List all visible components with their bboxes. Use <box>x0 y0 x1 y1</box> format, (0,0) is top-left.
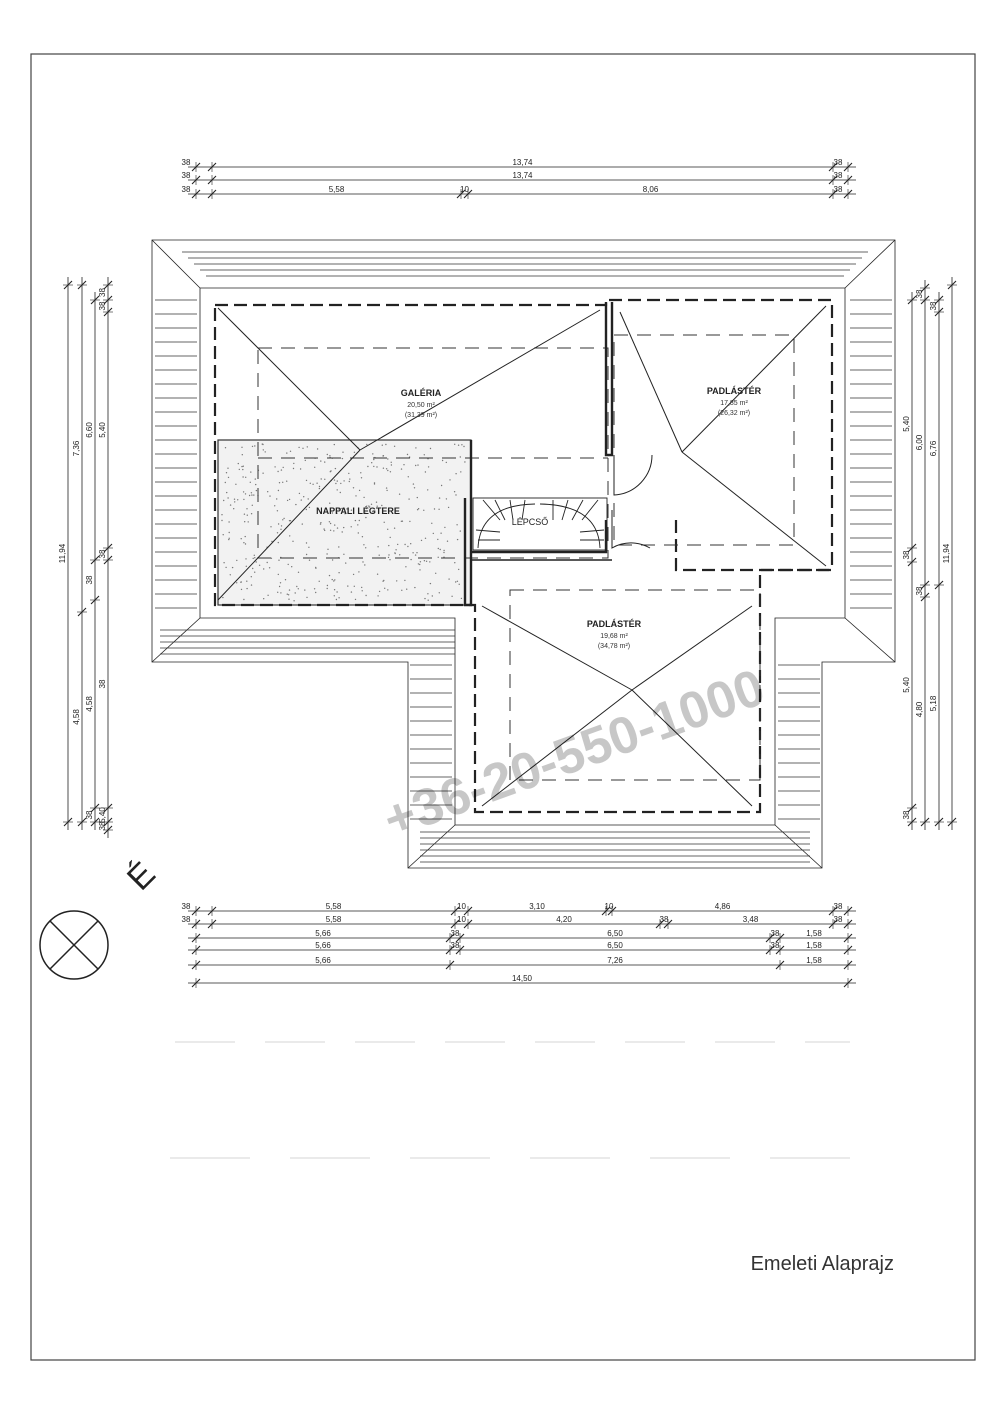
dim-top-r3-label: 5,58 <box>329 185 345 194</box>
room-area2-padlaster-bottom: (34,78 m²) <box>598 643 630 650</box>
dim-bot-r5-label: 7,26 <box>607 956 623 965</box>
dim-bot-r1-label: 38 <box>182 902 191 911</box>
staircase <box>472 497 608 551</box>
dim-top-r2-label: 38 <box>834 171 843 180</box>
sheet-title: Emeleti Alaprajz <box>751 1253 894 1275</box>
dim-bot-r3-label: 1,58 <box>806 929 822 938</box>
dim-bot-r2-label: 38 <box>834 915 843 924</box>
room-label-lepcso: LÉPCSŐ <box>512 517 549 527</box>
dim-top-r2-label: 13,74 <box>512 171 533 180</box>
dim-left-c3-label: 4,58 <box>85 696 94 712</box>
dim-bot-r3-label: 38 <box>771 929 780 938</box>
dim-bot-r3-label: 5,66 <box>315 929 331 938</box>
dim-bot-r1-label: 38 <box>834 902 843 911</box>
dim-left-c3-label: 38 <box>85 575 94 584</box>
room-area-galeria: 20,50 m² <box>407 402 435 409</box>
roof-outline <box>151 239 896 869</box>
door-swings <box>611 454 653 549</box>
room-label-padlaster-bottom: PADLÁSTÉR <box>587 619 642 629</box>
dimension-lines: 38 13,74 38 38 13,74 38 38 5,58 10 8,06 38 38 5,58 10… <box>58 158 957 988</box>
dim-top-r1-label: 38 <box>182 158 191 167</box>
dim-right-c3-label: 6,76 <box>929 440 938 456</box>
dim-left-c4-label: 38 <box>98 821 107 830</box>
dim-bot-r2-label: 10 <box>457 915 466 924</box>
dim-right-c2-label: 6,00 <box>915 434 924 450</box>
phone-watermark: +36-20-550-1000 <box>376 658 772 849</box>
dim-top-r2-label: 38 <box>182 171 191 180</box>
room-area-padlaster-bottom: 19,68 m² <box>600 633 628 640</box>
dim-right-c4-label: 11,94 <box>942 543 951 563</box>
dim-left-c1-label: 11,94 <box>58 543 67 563</box>
dim-bot-r4-label: 38 <box>771 941 780 950</box>
dim-right-c1-label: 5,40 <box>902 677 911 693</box>
dim-top-r1-label: 13,74 <box>512 158 533 167</box>
north-label: É <box>120 855 163 898</box>
dim-bot-r6-label: 14,50 <box>512 974 533 983</box>
north-arrow: É <box>39 855 163 980</box>
dim-top-r3-label: 38 <box>834 185 843 194</box>
room-label-padlaster-right: PADLÁSTÉR <box>707 386 762 396</box>
dim-left-c4-label: 38 <box>98 549 107 558</box>
sheet-border <box>30 53 976 1361</box>
dim-bot-r2-label: 5,58 <box>326 915 342 924</box>
dim-bot-r5-label: 5,66 <box>315 956 331 965</box>
dim-bot-r2-label: 3,48 <box>743 915 759 924</box>
scan-artifacts <box>170 1041 850 1159</box>
room-label-galeria: GALÉRIA <box>401 388 442 398</box>
dim-left-c2-label: 4,58 <box>72 709 81 725</box>
dim-bot-r1-label: 10 <box>605 902 614 911</box>
room-area2-padlaster-right: (26,32 m²) <box>718 410 750 417</box>
dim-bot-r2-label: 38 <box>182 915 191 924</box>
dim-bot-r1-label: 3,10 <box>529 902 545 911</box>
dim-left-c4-label: 5,40 <box>98 422 107 438</box>
dim-right-c1-label: 5,40 <box>902 416 911 432</box>
ridge-lines <box>257 334 795 781</box>
dim-bot-r3-label: 38 <box>451 929 460 938</box>
dim-bot-r1-label: 10 <box>457 902 466 911</box>
roof-tile-hatching <box>155 251 892 863</box>
dim-left-c4-label: 38 <box>98 679 107 688</box>
nappali-legtere-area <box>217 439 472 606</box>
dim-bot-r4-label: 5,66 <box>315 941 331 950</box>
dim-right-c3-label: 38 <box>929 301 938 310</box>
dim-bot-r4-label: 1,58 <box>806 941 822 950</box>
dim-bot-r1-label: 4,86 <box>715 902 731 911</box>
dim-right-c2-label: 38 <box>915 586 924 595</box>
knee-wall-line-inner <box>674 520 832 572</box>
dim-bot-r4-label: 38 <box>451 941 460 950</box>
dim-bot-r4-label: 6,50 <box>607 941 623 950</box>
dim-top-r3-label: 8,06 <box>643 185 659 194</box>
room-area2-galeria: (31,39 m²) <box>405 412 437 419</box>
dim-top-r3-label: 38 <box>182 185 191 194</box>
walls <box>463 302 614 607</box>
hip-lines <box>217 305 827 807</box>
dim-right-c1-label: 38 <box>902 550 911 559</box>
dim-left-c4-label: 38 <box>98 301 107 310</box>
dim-bot-r2-label: 4,20 <box>556 915 572 924</box>
dim-left-c4-label: 38 <box>98 288 107 297</box>
room-label-nappali-legtere: NAPPALI LÉGTERE <box>316 506 400 516</box>
room-area-padlaster-right: 17,85 m² <box>720 400 748 407</box>
dim-left-c3-label: 38 <box>85 810 94 819</box>
dim-right-c1-label: 38 <box>902 810 911 819</box>
dim-left-c3-label: 6,60 <box>85 422 94 438</box>
dim-bot-r1-label: 5,58 <box>326 902 342 911</box>
dim-right-c2-label: 4,80 <box>915 701 924 717</box>
dim-bot-r5-label: 1,58 <box>806 956 822 965</box>
dim-right-c3-label: 5,18 <box>929 695 938 711</box>
dim-left-c4-label: 5,40 <box>98 807 107 823</box>
dim-top-r1-label: 38 <box>834 158 843 167</box>
dim-bot-r3-label: 6,50 <box>607 929 623 938</box>
dim-bot-r2-label: 38 <box>660 915 669 924</box>
dim-top-r3-label: 10 <box>460 185 469 194</box>
dim-right-c2-label: 38 <box>915 289 924 298</box>
dim-left-c2-label: 7,36 <box>72 440 81 456</box>
